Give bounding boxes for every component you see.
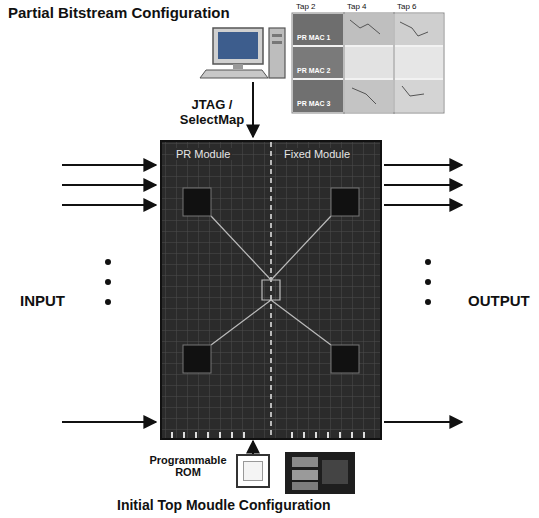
art-circle	[425, 279, 431, 285]
art-rect	[345, 47, 393, 78]
initial-config-thumbnail	[285, 452, 355, 494]
art-circle	[425, 299, 431, 305]
art-rect	[285, 452, 355, 494]
fpga-chip	[160, 140, 382, 440]
row-label: PR MAC 1	[296, 34, 331, 42]
art-rect	[183, 188, 211, 216]
row-label: PR MAC 3	[296, 100, 331, 108]
io-label: INPUT	[20, 292, 65, 309]
column-header: Tap 2	[296, 2, 316, 11]
art-rect	[293, 47, 343, 78]
art-rect	[213, 28, 263, 64]
art-rect	[269, 28, 285, 78]
art-path	[172, 432, 364, 438]
output-arrows	[384, 165, 462, 422]
diagram-caption: Initial Top Moudle Configuration	[117, 497, 331, 513]
art-circle	[425, 259, 431, 265]
art-circle	[105, 279, 111, 285]
interface-label: JTAG / SelectMap	[176, 98, 248, 128]
art-rect	[292, 457, 318, 467]
bitstream-thumbnails	[292, 12, 444, 114]
art-line	[270, 142, 272, 438]
art-rect	[292, 482, 318, 490]
art-line	[384, 421, 462, 423]
column-header: Tap 6	[397, 2, 417, 11]
rom-label: Programmable ROM	[144, 454, 232, 478]
region-label: PR Module	[174, 148, 232, 160]
row-label: PR MAC 2	[296, 67, 331, 75]
art-rect	[322, 460, 348, 484]
column-header: Tap 4	[347, 2, 367, 11]
fpga-device: PR Module Fixed Module	[160, 140, 382, 440]
art-line	[62, 421, 156, 423]
connector-arrow	[252, 441, 254, 454]
art-line	[384, 164, 462, 166]
art-path	[211, 216, 331, 345]
art-path	[350, 20, 428, 104]
art-path	[344, 12, 394, 114]
input-arrows	[62, 165, 156, 422]
art-rect	[395, 47, 443, 78]
art-circle	[105, 259, 111, 265]
art-rect	[160, 140, 382, 440]
art-rect	[233, 64, 243, 69]
art-rect	[272, 34, 282, 37]
jtag-arrow	[252, 82, 254, 137]
region-label: Fixed Module	[282, 148, 352, 160]
computer-icon	[200, 28, 285, 78]
art-rect	[395, 80, 443, 112]
art-rect	[272, 41, 282, 44]
art-rect	[292, 470, 318, 480]
art-rect	[395, 14, 443, 45]
art-line	[384, 184, 462, 186]
art-line	[62, 204, 156, 206]
art-rect	[345, 14, 393, 45]
art-rect	[331, 345, 359, 373]
art-rect	[293, 80, 343, 112]
io-label: OUTPUT	[468, 292, 530, 309]
rom-chip: Programmable ROM	[236, 454, 270, 488]
input-dots	[105, 259, 111, 305]
art-line	[62, 164, 156, 166]
diagram-title: Partial Bitstream Configuration	[8, 4, 230, 21]
art-line	[384, 204, 462, 206]
art-line	[62, 184, 156, 186]
art-rect	[183, 345, 211, 373]
art-rect	[331, 188, 359, 216]
art-circle	[105, 299, 111, 305]
art-rect	[345, 80, 393, 112]
art-rect	[218, 32, 258, 59]
output-dots	[425, 259, 431, 305]
art-rect	[292, 13, 444, 113]
art-polygon	[200, 70, 268, 78]
art-rect	[293, 14, 343, 45]
